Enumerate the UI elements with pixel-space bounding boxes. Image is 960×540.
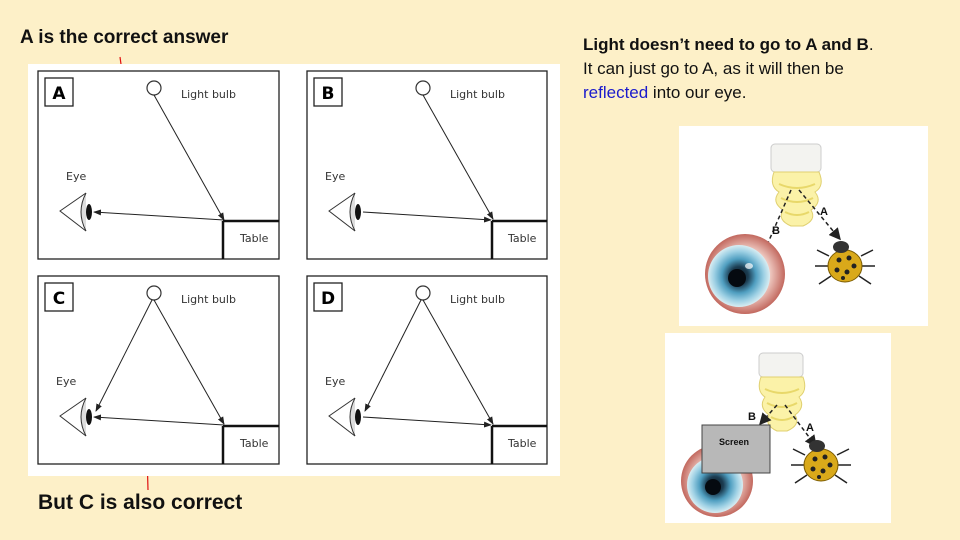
panel-c-eye-label: Eye	[56, 375, 76, 388]
photo-screen-paths: B A Screen	[665, 333, 891, 523]
panel-d: D Light bulb Eye Table	[306, 275, 548, 465]
light-bulb-icon	[415, 80, 431, 96]
eye-icon	[328, 192, 361, 232]
panel-a-eye-label: Eye	[66, 170, 86, 183]
ladybug-icon	[791, 440, 851, 484]
ladybug-icon	[815, 241, 875, 285]
bulb-icon	[758, 352, 806, 432]
light-bulb-icon	[146, 285, 162, 301]
photo-light-paths: B A	[679, 126, 928, 326]
light-bulb-icon	[415, 285, 431, 301]
explanation-heading: Light doesn’t need to go to A and B	[583, 35, 869, 54]
correct-answer-note: A is the correct answer	[20, 27, 229, 48]
panel-c-table-label: Table	[239, 437, 269, 450]
panel-c: C Light bulb Eye Table	[37, 275, 280, 465]
ray-a-label: A	[806, 422, 814, 434]
also-correct-note: But C is also correct	[38, 491, 243, 514]
panel-d-table-label: Table	[507, 437, 537, 450]
panel-b-eye-label: Eye	[325, 170, 345, 183]
bulb-icon	[770, 143, 822, 227]
screen-panel: Screen	[701, 424, 771, 474]
explanation-text: Light doesn’t need to go to A and B. It …	[583, 33, 943, 105]
screen-label: Screen	[719, 437, 749, 447]
light-bulb-icon	[146, 80, 162, 96]
panel-b: B Light bulb Eye Table	[306, 70, 548, 260]
panel-b-light-label: Light bulb	[450, 88, 505, 101]
panel-b-table-label: Table	[507, 232, 537, 245]
panel-d-light-label: Light bulb	[450, 293, 505, 306]
eye-icon	[59, 397, 92, 437]
ray-b-label: B	[772, 225, 780, 237]
panel-d-letter: D	[321, 289, 335, 309]
quiz-diagram: A Light bulb Eye Table B Light bulb Eye	[28, 64, 560, 476]
panel-c-letter: C	[53, 289, 65, 309]
panel-b-letter: B	[322, 84, 335, 104]
panel-a: A Light bulb Eye Table	[37, 70, 280, 260]
panel-c-light-label: Light bulb	[181, 293, 236, 306]
panel-a-table-label: Table	[239, 232, 269, 245]
eye-photo-icon	[705, 234, 785, 314]
ray-b-label: B	[748, 411, 756, 423]
eye-icon	[328, 397, 361, 437]
panel-d-eye-label: Eye	[325, 375, 345, 388]
ray-a-label: A	[820, 206, 828, 218]
reflected-word: reflected	[583, 83, 649, 102]
eye-icon	[59, 192, 92, 232]
panel-a-light-label: Light bulb	[181, 88, 236, 101]
panel-a-letter: A	[52, 84, 66, 104]
explanation-line2: It can just go to A, as it will then be	[583, 59, 844, 78]
